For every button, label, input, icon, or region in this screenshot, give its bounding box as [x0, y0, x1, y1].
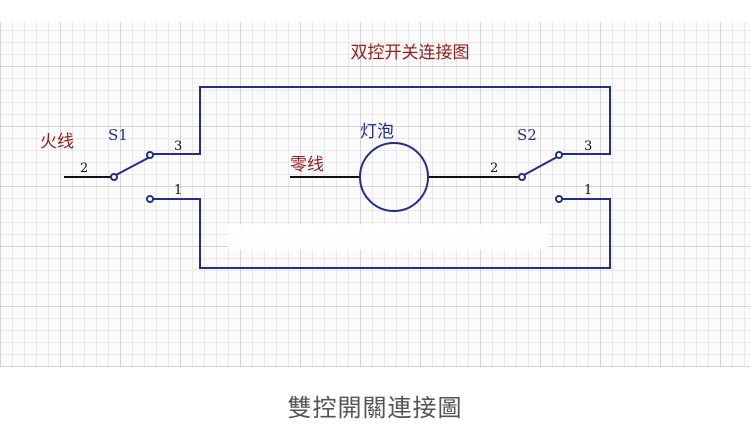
circuit-svg: 双控开关连接图 火线 S1 S2 灯泡 零线 2 3 1 2 3 1 [40, 43, 611, 269]
glare-patch [228, 224, 548, 250]
s2-terminal-1 [555, 195, 563, 203]
neutral-wire-label: 零线 [290, 155, 324, 175]
bulb-label: 灯泡 [360, 122, 394, 142]
s1-pin-3: 3 [174, 139, 182, 154]
wire-top-traveler [152, 86, 611, 155]
s2-common-terminal [518, 173, 526, 181]
bulb-icon [359, 142, 429, 212]
s1-blade [115, 156, 151, 176]
s2-pin-3: 3 [584, 139, 592, 154]
s2-pin-1: 1 [584, 183, 592, 198]
s1-terminal-1 [146, 195, 154, 203]
s2-pin-2: 2 [490, 161, 498, 176]
s2-blade [523, 156, 558, 176]
s1-pin-2: 2 [80, 161, 88, 176]
s1-pin-1: 1 [174, 183, 182, 198]
s2-label: S2 [517, 126, 537, 144]
caption: 雙控開關連接圖 [287, 394, 463, 422]
s1-label: S1 [108, 126, 128, 144]
circuit-diagram: 双控开关连接图 火线 S1 S2 灯泡 零线 2 3 1 2 3 1 [0, 22, 750, 367]
diagram-title: 双控开关连接图 [351, 43, 470, 63]
s2-terminal-3 [555, 151, 563, 159]
live-wire-label: 火线 [40, 132, 74, 152]
s1-common-terminal [110, 173, 118, 181]
s1-terminal-3 [146, 151, 154, 159]
wire-bottom-traveler [152, 198, 611, 269]
